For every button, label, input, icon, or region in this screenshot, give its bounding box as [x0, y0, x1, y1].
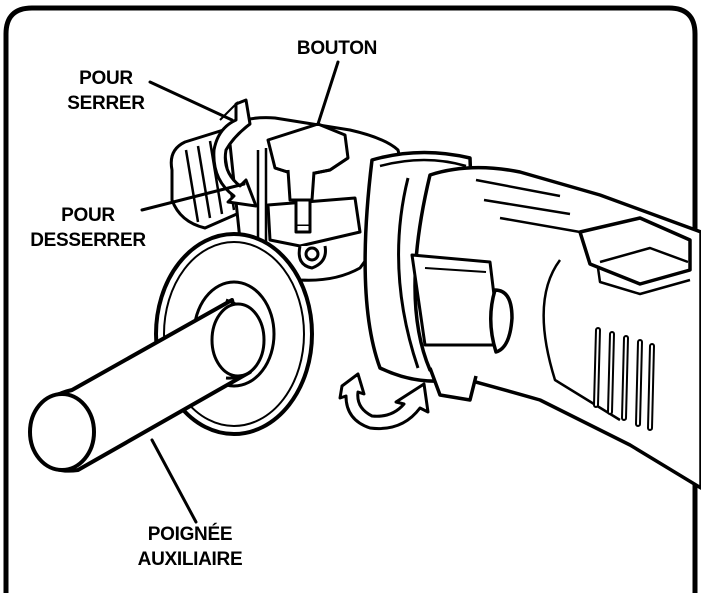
lock-knob	[266, 122, 350, 234]
motor-housing	[363, 150, 701, 490]
label-poignee-line1: POIGNÉE	[147, 524, 233, 545]
leader-serrer	[148, 80, 234, 122]
leader-poignee	[150, 438, 198, 524]
leader-lines	[140, 60, 340, 524]
label-bouton: BOUTON	[282, 36, 392, 61]
label-pour-serrer-line1: POUR	[79, 68, 133, 89]
label-pour-desserrer-line1: POUR	[61, 205, 115, 226]
label-poignee-auxiliaire: POIGNÉE AUXILIAIRE	[110, 522, 270, 572]
leader-bouton	[316, 60, 340, 126]
leader-desserrer	[140, 182, 246, 212]
label-pour-serrer: POUR SERRER	[46, 66, 166, 116]
auxiliary-handle	[28, 298, 266, 473]
label-poignee-line2: AUXILIAIRE	[137, 549, 243, 570]
label-pour-desserrer-line2: DESSERRER	[30, 230, 146, 251]
diagram-frame	[3, 5, 698, 593]
reposition-arrows-icon	[338, 372, 430, 431]
label-pour-serrer-line2: SERRER	[67, 93, 145, 114]
label-pour-desserrer: POUR DESSERRER	[18, 203, 158, 253]
label-bouton-text: BOUTON	[296, 38, 378, 59]
